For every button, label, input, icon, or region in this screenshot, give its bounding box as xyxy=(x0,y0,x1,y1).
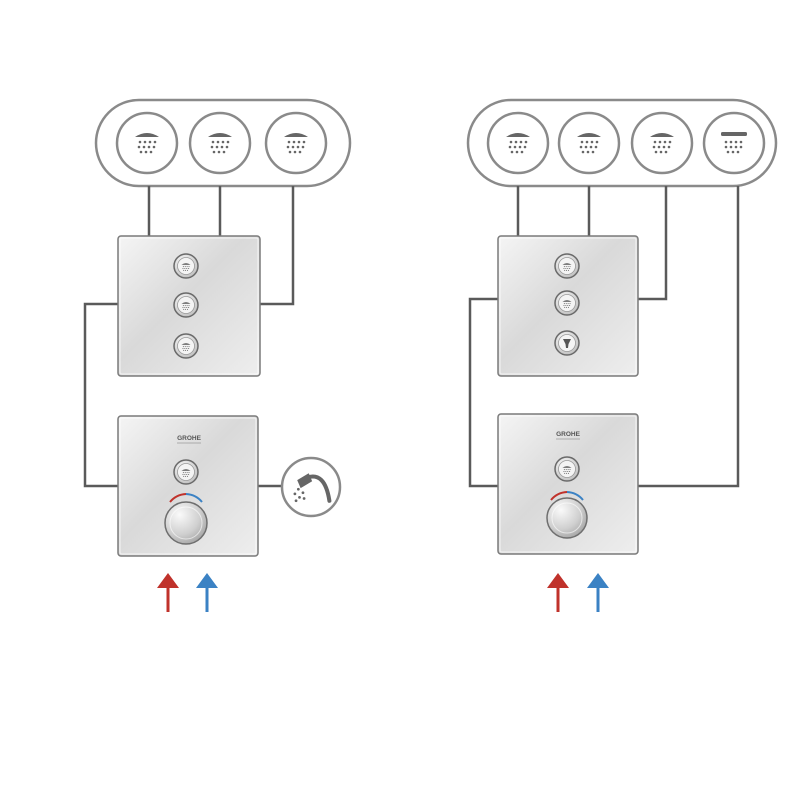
outlet-1 xyxy=(115,111,179,175)
hand-shower-outlet xyxy=(280,456,342,518)
shower-head-icon xyxy=(208,133,232,154)
brand-logo: GROHE xyxy=(177,435,202,442)
diverter-button-2[interactable] xyxy=(173,292,199,318)
pipes xyxy=(468,186,740,488)
outlet-2 xyxy=(557,111,621,175)
shower-head-icon xyxy=(181,343,191,351)
thermostat-panel: GROHE xyxy=(117,415,259,557)
temperature-knob[interactable] xyxy=(164,501,208,545)
shower-head-icon xyxy=(562,263,572,271)
diagram-right: GROHE xyxy=(466,98,778,612)
outlet-1 xyxy=(486,111,550,175)
diverter-button-3[interactable] xyxy=(173,333,199,359)
temperature-knob[interactable] xyxy=(546,497,588,539)
hot-water-arrow xyxy=(157,573,179,612)
outlet-3 xyxy=(264,111,328,175)
shower-head-icon xyxy=(284,133,308,154)
diverter-panel xyxy=(497,235,639,377)
shower-head-icon xyxy=(650,133,674,154)
rain-shower-icon xyxy=(721,132,747,154)
shower-head-icon xyxy=(135,133,159,154)
thermostat-button[interactable] xyxy=(173,459,199,485)
hand-shower-icon xyxy=(563,339,571,348)
diverter-button-3[interactable] xyxy=(554,330,580,356)
outlet-rail xyxy=(466,98,778,188)
cold-water-arrow xyxy=(196,573,218,612)
outlet-3 xyxy=(630,111,694,175)
shower-head-icon xyxy=(506,133,530,154)
shower-head-icon xyxy=(577,133,601,154)
diverter-button-1[interactable] xyxy=(173,253,199,279)
cold-water-arrow xyxy=(587,573,609,612)
pipes xyxy=(83,186,295,488)
diverter-button-2[interactable] xyxy=(554,290,580,316)
shower-head-icon xyxy=(562,300,572,308)
hot-water-arrow xyxy=(547,573,569,612)
temperature-arc xyxy=(169,493,187,503)
shower-head-icon xyxy=(181,302,191,310)
outlet-4 xyxy=(702,111,766,175)
diverter-button-1[interactable] xyxy=(554,253,580,279)
shower-head-icon xyxy=(181,469,191,477)
thermostat-button[interactable] xyxy=(554,456,580,482)
diagram-left: GROHE xyxy=(83,98,352,612)
thermostat-panel: GROHE xyxy=(497,413,639,555)
temperature-arc xyxy=(550,491,568,501)
shower-head-icon xyxy=(181,263,191,271)
shower-head-icon xyxy=(562,466,572,474)
diverter-panel xyxy=(117,235,261,377)
hand-shower-icon xyxy=(293,473,332,503)
brand-logo: GROHE xyxy=(556,431,581,438)
outlet-2 xyxy=(188,111,252,175)
